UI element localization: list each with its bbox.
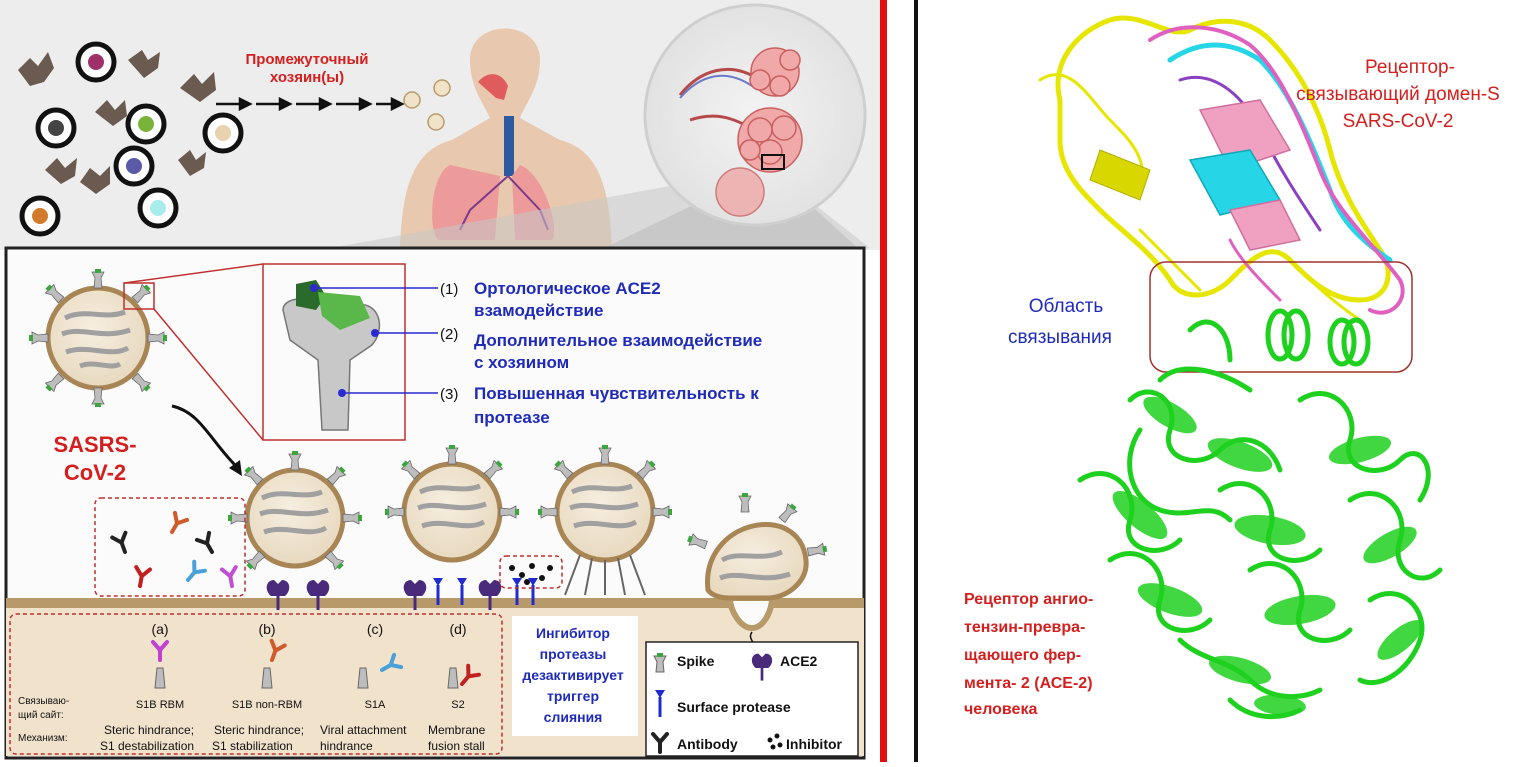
left-panel: Промежуточный хозяин(ы)	[0, 0, 880, 760]
protease-line2: протеазы	[540, 646, 607, 662]
transmission-arrows	[216, 96, 405, 112]
rbd-label-line2: связывающий домен-S	[1296, 84, 1500, 105]
mechanism-label: Механизм:	[18, 733, 68, 744]
type-b-mech1: Steric hindrance;	[214, 723, 304, 737]
inhibitor-dots	[509, 563, 553, 585]
interaction-1-line2: взамодействие	[474, 301, 603, 320]
binding-site-label-2: щий сайт:	[18, 710, 64, 721]
ace2-helix-coils	[1112, 396, 1423, 716]
curved-arrow	[171, 404, 238, 468]
rbd-label-line3: SARS-CoV-2	[1343, 111, 1454, 132]
legend-antibody: Antibody	[677, 736, 738, 752]
spike-closeup	[282, 280, 438, 431]
receptor-line1: Рецептор ангио-	[964, 591, 1093, 608]
virus-name-line1: SASRS-	[53, 432, 136, 457]
type-c-mech1: Viral attachment	[320, 723, 407, 737]
alveoli-magnified	[643, 3, 867, 227]
protease-line5: слияния	[544, 709, 603, 725]
interaction-1-number: (1)	[440, 281, 458, 298]
legend: Spike ACE2 Surface protease Antibody Inh…	[645, 641, 859, 757]
intermediate-host-label: Промежуточный	[245, 51, 368, 68]
protease-text-box	[512, 616, 638, 736]
zoom-lines	[123, 263, 406, 441]
receptor-line3: щающего фер-	[964, 647, 1081, 664]
legend-ace2: ACE2	[780, 653, 818, 669]
interaction-1-line1: Ортологическое ACE2	[474, 279, 661, 298]
interaction-3-line1: Повышенная чувствительность к	[474, 384, 759, 403]
antibody-cluster-box	[94, 497, 246, 597]
type-a-mech1: Steric hindrance;	[104, 723, 194, 737]
legend-spike: Spike	[677, 653, 715, 669]
virus-name-line2: CoV-2	[64, 460, 126, 485]
binding-region-box	[1149, 261, 1413, 373]
type-b-letter: (b)	[258, 621, 275, 637]
interaction-3-number: (3)	[440, 386, 458, 403]
type-a-site: S1B RBM	[136, 699, 184, 711]
right-panel: Рецептор- связывающий домен-S SARS-CoV-2…	[964, 15, 1500, 720]
small-viruses	[403, 79, 451, 131]
protease-line1: Ингибитор	[536, 625, 610, 641]
type-d-site: S2	[451, 699, 464, 711]
red-divider	[880, 0, 887, 762]
legend-surface-protease: Surface protease	[677, 699, 791, 715]
protease-line3: дезактивирует	[522, 667, 623, 683]
rbd-structure	[1038, 15, 1405, 322]
type-b-site: S1B non-RBM	[232, 699, 302, 711]
interaction-2-number: (2)	[440, 326, 458, 343]
interaction-2-line1: Дополнительное взаимодействие	[474, 331, 762, 350]
interaction-3-line2: протеазе	[474, 408, 550, 427]
interaction-list: (1) Ортологическое ACE2 взамодействие (2…	[440, 279, 762, 427]
binding-region-line2: связывания	[1008, 327, 1112, 348]
protease-line4: триггер	[547, 688, 599, 704]
black-divider	[914, 0, 918, 762]
intermediate-host-label-2: хозяин(ы)	[270, 69, 344, 86]
binding-region-line1: Область	[1029, 296, 1104, 317]
receptor-line2: тензин-превра-	[964, 619, 1085, 636]
receptor-line4: мента- 2 (АСЕ-2)	[964, 675, 1093, 692]
type-c-letter: (c)	[367, 621, 383, 637]
sars-cov-2-virion	[28, 268, 168, 408]
type-d-letter: (d)	[449, 621, 466, 637]
receptor-line5: человека	[964, 701, 1037, 718]
type-a-letter: (a)	[151, 621, 168, 637]
type-d-mech1: Membrane	[428, 723, 486, 737]
antibody-types: (a) (b) (c) (d) S1B RBM S1B non-RBM S1A …	[18, 621, 486, 753]
type-b-mech2: S1 stabilization	[212, 739, 293, 753]
attached-virions	[227, 444, 829, 653]
type-d-mech2: fusion stall	[428, 739, 485, 753]
protease-text: Ингибитор протеазы дезактивирует триггер…	[522, 625, 623, 725]
rbd-label-line1: Рецептор-	[1365, 57, 1455, 78]
type-c-site: S1A	[365, 699, 386, 711]
bat-reservoir	[18, 41, 244, 237]
binding-site-label: Связываю-	[18, 696, 69, 707]
cell-membrane	[6, 598, 864, 608]
legend-inhibitor: Inhibitor	[786, 736, 843, 752]
type-c-mech2: hindrance	[320, 739, 373, 753]
antibody-table	[9, 613, 503, 755]
interaction-2-line2: с хозяином	[474, 353, 569, 372]
type-a-mech2: S1 destabilization	[100, 739, 194, 753]
inhibitor-box	[499, 555, 563, 589]
